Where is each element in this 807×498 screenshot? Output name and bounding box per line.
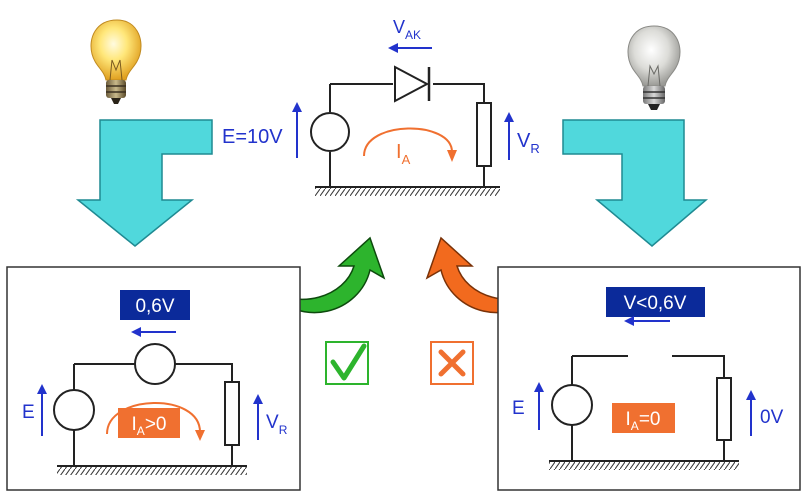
cyan-arrow-right: [562, 119, 709, 247]
voltage-badge: [606, 287, 705, 317]
left-arrow-icon: [624, 316, 670, 326]
up-arrow-icon: [253, 394, 263, 440]
diode-symbol: [394, 65, 431, 103]
current-arc-icon: [363, 127, 457, 162]
voltage-badge-text: V<0,6V: [624, 293, 687, 314]
bulb-off-icon: [627, 25, 681, 110]
current-badge-text: IA>0: [132, 414, 167, 438]
left-box-conducting: 0,6V E IA>0 VR: [6, 266, 301, 491]
voltage-source-symbol: [551, 384, 593, 426]
ground-hatch: [57, 467, 247, 475]
current-badge: [118, 408, 180, 438]
current-badge: [612, 403, 675, 433]
resistor-voltage-label: 0V: [760, 407, 784, 428]
ground-hatch: [549, 462, 739, 470]
diode-voltage-label: VAK: [393, 17, 421, 42]
left-arrow-icon: [388, 43, 432, 53]
ground-hatch: [315, 188, 500, 196]
resistor-voltage-label: VR: [266, 412, 288, 437]
up-arrow-icon: [534, 382, 544, 430]
resistor-voltage-label: VR: [517, 130, 540, 156]
source-label: E=10V: [222, 126, 283, 148]
top-circuit: E=10V VAK IA VR: [222, 17, 540, 196]
diode-drop-source-symbol: [134, 343, 176, 385]
source-label: E: [512, 398, 525, 419]
green-curved-arrow: [262, 236, 386, 314]
up-arrow-icon: [292, 102, 302, 158]
diode-drop-badge: [120, 290, 190, 320]
bulb-lit-icon: [90, 19, 142, 104]
current-label: IA: [396, 141, 411, 167]
resistor-symbol: [224, 381, 240, 446]
cross-mark-icon: [430, 341, 474, 385]
voltage-source-symbol: [53, 389, 95, 431]
cyan-arrow-left: [75, 119, 213, 247]
current-arc-icon: [106, 402, 205, 441]
up-arrow-icon: [504, 112, 514, 160]
voltage-source-symbol: [310, 112, 350, 152]
diode-drop-badge-text: 0,6V: [135, 296, 174, 317]
resistor-symbol: [476, 102, 492, 167]
source-label: E: [22, 402, 35, 423]
check-mark-icon: [325, 341, 369, 385]
left-arrow-icon: [131, 327, 176, 337]
resistor-symbol: [716, 377, 732, 441]
current-badge-text: IA=0: [626, 409, 661, 433]
right-box-blocking: V<0,6V E IA=0 0V: [497, 266, 801, 491]
up-arrow-icon: [37, 384, 47, 436]
up-arrow-icon: [746, 390, 756, 436]
